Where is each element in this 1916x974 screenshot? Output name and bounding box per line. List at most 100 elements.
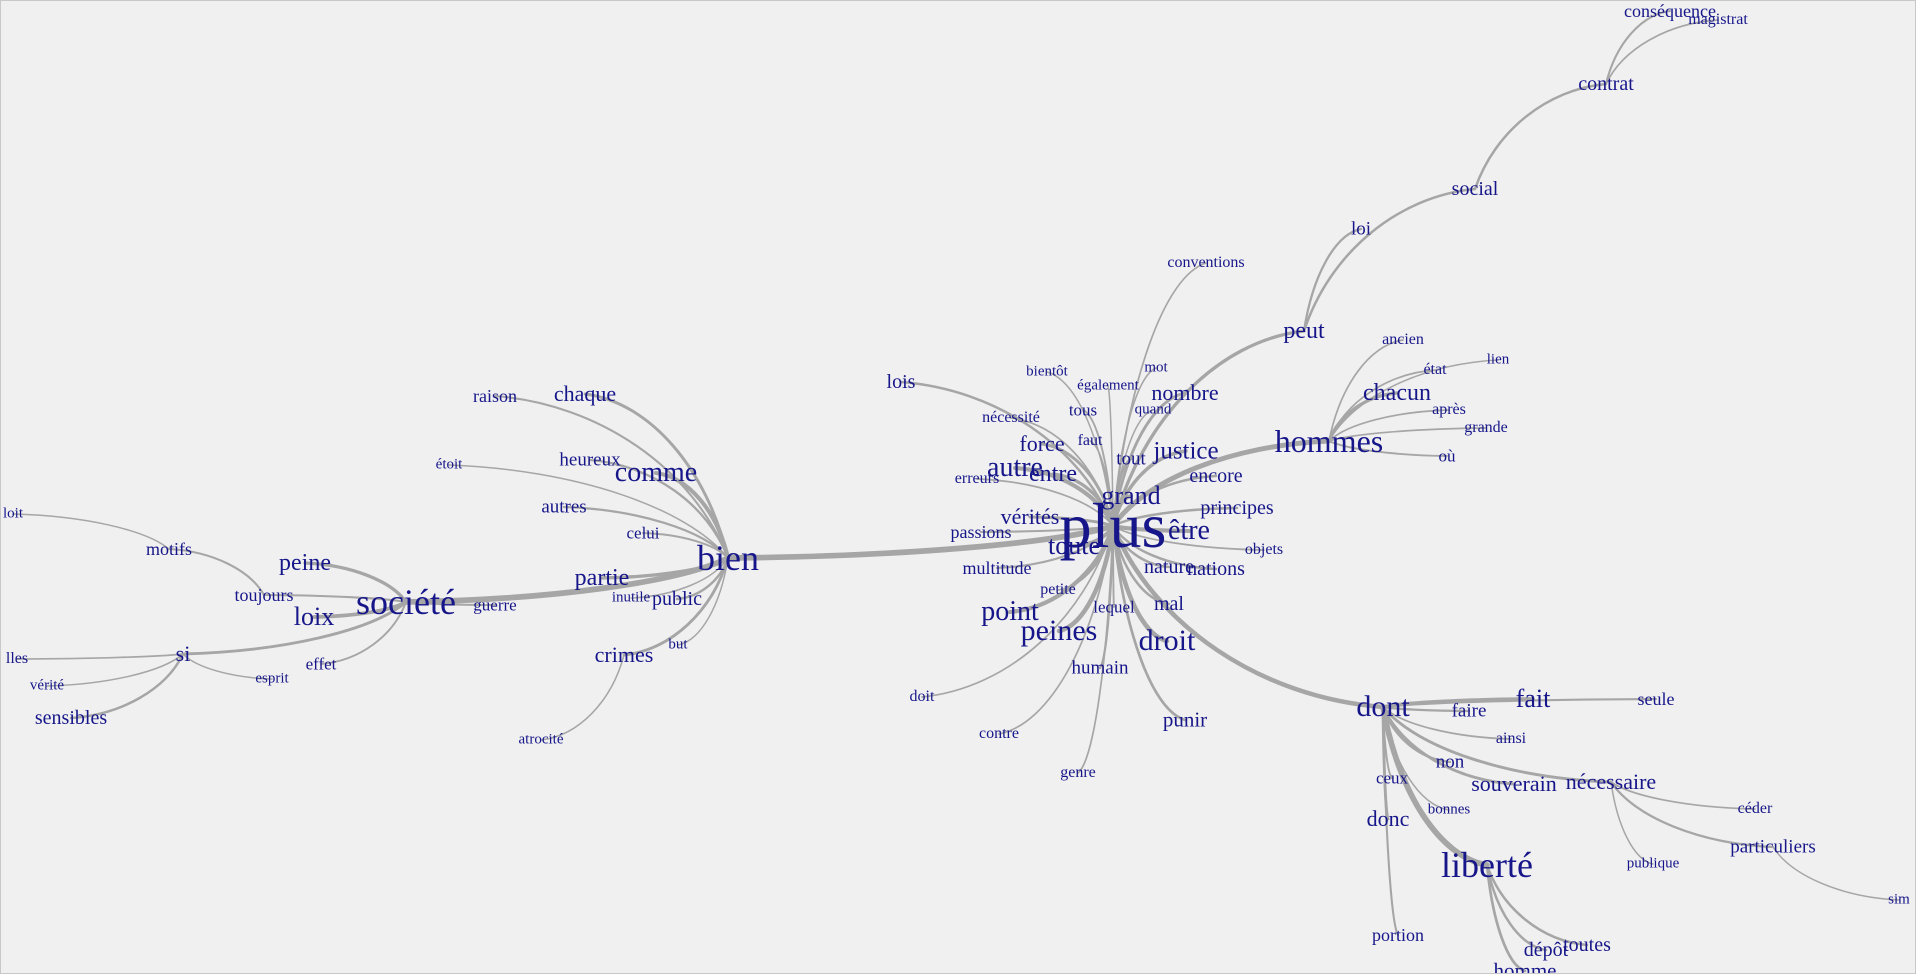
word-node-lles[interactable]: lles [5, 650, 29, 667]
word-node-chacun[interactable]: chacun [1363, 380, 1431, 406]
word-node-force[interactable]: force [1019, 431, 1065, 456]
word-node-etre[interactable]: être [1168, 515, 1210, 546]
word-node-nature[interactable]: nature [1144, 556, 1194, 578]
word-node-sim[interactable]: sim [1888, 891, 1910, 908]
word-node-justice[interactable]: justice [1153, 437, 1219, 465]
word-node-societe[interactable]: société [356, 582, 456, 622]
word-node-tous[interactable]: tous [1068, 400, 1098, 420]
word-node-partie[interactable]: partie [574, 565, 630, 591]
word-node-petite[interactable]: petite [1040, 581, 1076, 598]
word-node-autres[interactable]: autres [541, 496, 587, 518]
word-node-plus[interactable]: plus [1059, 490, 1167, 561]
word-node-comme[interactable]: comme [614, 457, 698, 488]
word-node-toute[interactable]: toute [1048, 531, 1100, 560]
word-node-non[interactable]: non [1435, 751, 1465, 773]
word-node-seule[interactable]: seule [1637, 689, 1675, 709]
word-node-dont[interactable]: dont [1356, 690, 1410, 723]
word-node-contrat[interactable]: contrat [1578, 73, 1634, 95]
word-node-liberte[interactable]: liberté [1441, 845, 1533, 885]
word-node-motifs[interactable]: motifs [145, 539, 193, 559]
word-node-droit[interactable]: droit [1138, 624, 1196, 657]
word-node-mal[interactable]: mal [1154, 593, 1184, 615]
word-node-portion[interactable]: portion [1372, 925, 1424, 945]
word-node-tout[interactable]: tout [1116, 448, 1146, 470]
word-node-egalement[interactable]: également [1077, 377, 1139, 394]
word-node-necessite[interactable]: nécessité [982, 409, 1040, 426]
word-node-ancien[interactable]: ancien [1382, 331, 1424, 348]
word-node-esprit[interactable]: esprit [255, 670, 289, 687]
word-node-publique[interactable]: publique [1626, 855, 1680, 872]
word-node-grande[interactable]: grande [1464, 419, 1508, 436]
word-node-depot[interactable]: dépôt [1523, 939, 1569, 961]
word-node-point[interactable]: point [981, 596, 1039, 627]
word-node-hommes[interactable]: hommes [1274, 423, 1384, 459]
word-node-peut[interactable]: peut [1283, 318, 1325, 344]
word-node-conventions[interactable]: conventions [1167, 254, 1245, 271]
word-node-humain[interactable]: humain [1071, 657, 1129, 679]
word-node-particuliers[interactable]: particuliers [1730, 836, 1816, 858]
word-node-quand[interactable]: quand [1134, 401, 1172, 418]
word-node-lois[interactable]: lois [886, 371, 916, 393]
word-node-loix[interactable]: loix [293, 602, 335, 631]
word-node-autre[interactable]: autre [987, 452, 1043, 483]
word-node-passions[interactable]: passions [950, 522, 1012, 542]
word-node-bonnes[interactable]: bonnes [1427, 801, 1471, 818]
word-node-nombre[interactable]: nombre [1151, 380, 1219, 405]
word-node-inutile[interactable]: inutile [611, 589, 651, 606]
word-node-punir[interactable]: punir [1162, 707, 1208, 732]
word-node-homme[interactable]: homme [1493, 958, 1557, 974]
word-node-ceder[interactable]: céder [1737, 800, 1773, 817]
word-node-raison[interactable]: raison [473, 386, 517, 406]
word-node-nations[interactable]: nations [1187, 558, 1245, 580]
word-node-consequence[interactable]: conséquence [1624, 1, 1716, 21]
word-node-encore[interactable]: encore [1189, 465, 1243, 487]
word-node-doit2[interactable]: loit [2, 505, 24, 522]
word-node-donc[interactable]: donc [1366, 806, 1410, 831]
word-node-toutes[interactable]: toutes [1563, 934, 1611, 956]
word-node-magistrat[interactable]: magistrat [1688, 11, 1748, 28]
word-node-toujours[interactable]: toujours [234, 585, 294, 605]
word-node-principes[interactable]: principes [1200, 497, 1274, 519]
word-node-but[interactable]: but [668, 636, 688, 653]
word-node-bien[interactable]: bien [697, 538, 759, 578]
word-node-lequel[interactable]: lequel [1093, 597, 1135, 617]
word-node-mot[interactable]: mot [1144, 359, 1168, 376]
word-node-erreurs[interactable]: erreurs [954, 470, 1000, 487]
word-node-heureux[interactable]: heureux [559, 449, 621, 471]
word-node-ceux[interactable]: ceux [1375, 768, 1409, 788]
word-node-si[interactable]: si [175, 641, 191, 666]
word-node-necessaire[interactable]: nécessaire [1565, 769, 1657, 794]
word-node-apres[interactable]: après [1432, 401, 1466, 418]
word-node-celui[interactable]: celui [626, 523, 660, 543]
word-node-effet[interactable]: effet [305, 654, 337, 674]
word-node-fait[interactable]: fait [1515, 684, 1551, 713]
word-node-verites[interactable]: vérités [1000, 504, 1060, 529]
word-node-etat[interactable]: état [1423, 361, 1447, 378]
word-node-crimes[interactable]: crimes [594, 642, 654, 667]
word-node-bientot[interactable]: bientôt [1026, 363, 1068, 380]
word-node-genre[interactable]: genre [1060, 764, 1096, 781]
word-node-souverain[interactable]: souverain [1471, 771, 1557, 796]
word-node-loi[interactable]: loi [1350, 218, 1372, 240]
word-node-etoit[interactable]: étoit [435, 456, 463, 473]
word-node-faire[interactable]: faire [1451, 700, 1487, 722]
word-node-public[interactable]: public [652, 588, 702, 610]
word-node-entre[interactable]: entre [1029, 461, 1077, 487]
word-node-faut[interactable]: faut [1077, 432, 1103, 449]
word-node-ou[interactable]: où [1438, 446, 1456, 466]
word-node-atrocite[interactable]: atrocité [518, 731, 564, 748]
word-node-doit[interactable]: doit [909, 688, 935, 705]
word-node-social[interactable]: social [1451, 178, 1499, 200]
word-node-objets[interactable]: objets [1244, 541, 1284, 558]
word-node-sensibles[interactable]: sensibles [34, 707, 108, 729]
word-node-lien[interactable]: lien [1486, 351, 1510, 368]
word-node-peine[interactable]: peine [279, 550, 331, 576]
word-node-ainsi[interactable]: ainsi [1495, 730, 1527, 747]
word-node-grand[interactable]: grand [1101, 481, 1161, 510]
word-node-peines[interactable]: peines [1020, 614, 1098, 647]
word-node-chaque[interactable]: chaque [553, 381, 617, 406]
word-node-multitude[interactable]: multitude [962, 558, 1032, 578]
word-node-guerre[interactable]: guerre [473, 595, 517, 615]
word-node-verite[interactable]: vérité [29, 677, 65, 694]
